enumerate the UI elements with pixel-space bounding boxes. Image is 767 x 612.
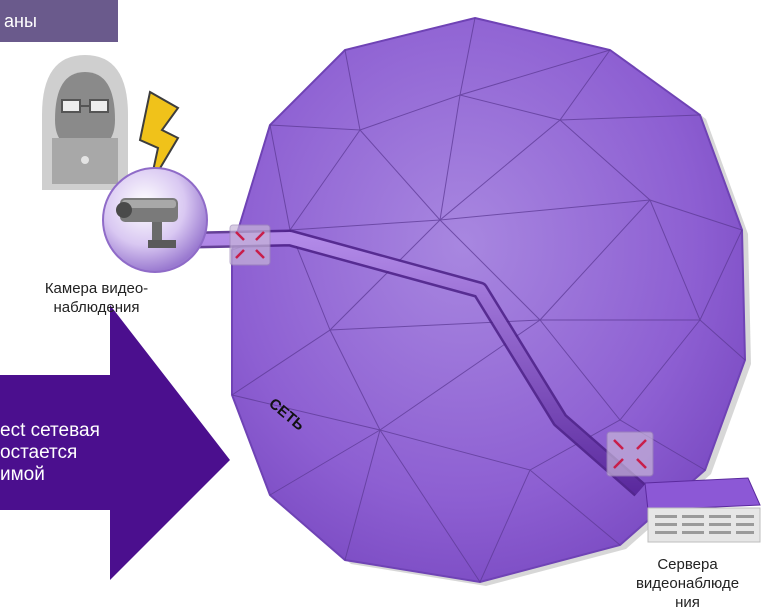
- camera-label-line1: Камера видео-: [44, 280, 149, 297]
- server-label-line1: Сервера: [657, 556, 718, 573]
- arrow-text: ect сетевая остается имой: [0, 420, 230, 486]
- server-label-line3: ния: [675, 594, 700, 611]
- link-node-icon: [229, 224, 271, 266]
- lightning-icon: [138, 90, 180, 186]
- arrow-text-line3: имой: [0, 464, 45, 485]
- camera-icon: [102, 167, 208, 273]
- camera-label: Камера видео- наблюдения: [24, 279, 169, 317]
- hacker-icon: [42, 55, 128, 190]
- server-label: Сервера видеонаблюде ния: [630, 555, 745, 612]
- server-label-line2: видеонаблюде: [635, 575, 740, 592]
- link-node-icon: [606, 431, 654, 477]
- server-icon: [644, 477, 761, 543]
- arrow-text-line1: ect сетевая: [0, 420, 100, 441]
- direction-arrow: [0, 305, 230, 580]
- title-banner: аны: [0, 0, 118, 42]
- camera-label-line2: наблюдения: [53, 299, 140, 316]
- arrow-text-line2: остается: [0, 442, 78, 463]
- banner-text: аны: [4, 11, 37, 31]
